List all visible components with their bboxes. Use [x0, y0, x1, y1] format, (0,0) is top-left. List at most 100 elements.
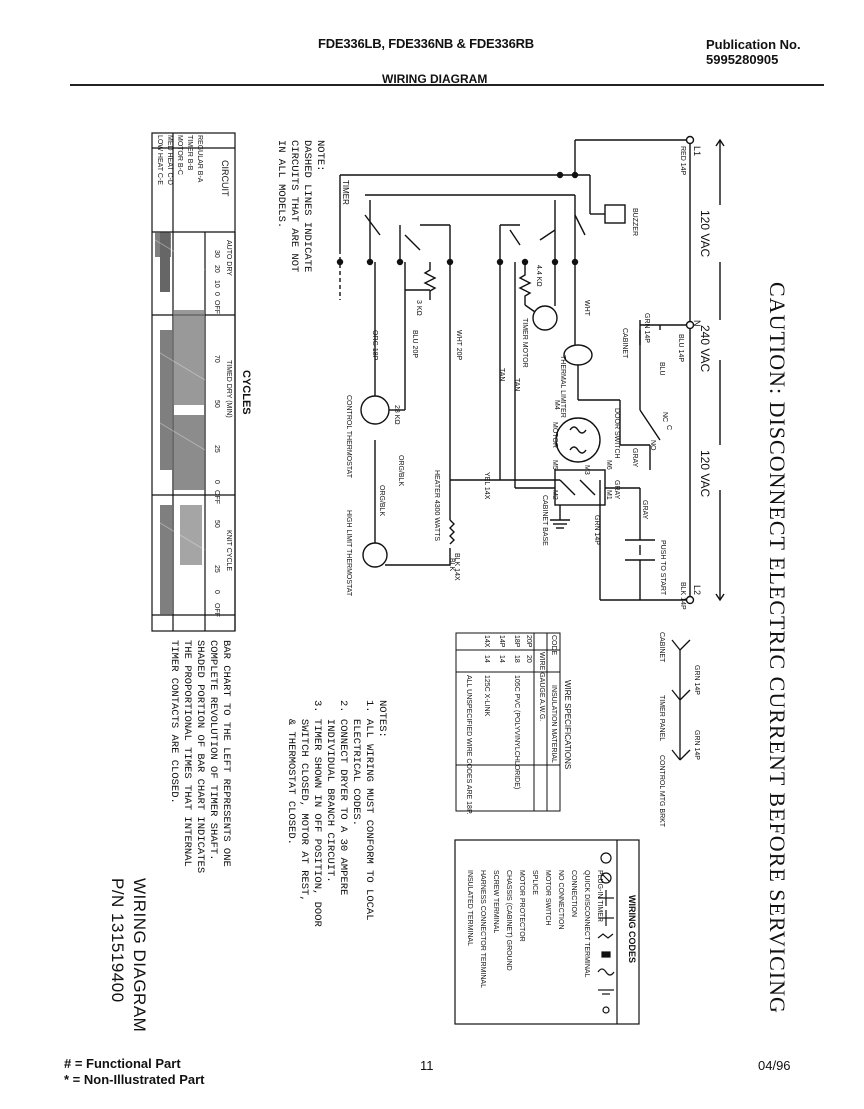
terminal-l2-wire: BLK 14P: [679, 582, 686, 610]
thermal-limiter-label: THERMAL LIMITER: [559, 355, 566, 418]
wiring-code-item: MOTOR PROTECTOR: [518, 870, 525, 942]
cabinet-label: CABINET: [621, 328, 628, 359]
wire-label: NO: [649, 440, 656, 451]
footer-non-illustrated-part: * = Non-Illustrated Part: [64, 1072, 205, 1087]
wire-label: BLK 14X: [453, 553, 460, 581]
wiring-code-symbols: [597, 852, 615, 1014]
wire-spec-cell: 14P: [498, 635, 505, 648]
terminal-l1-wire: RED 14P: [679, 146, 686, 176]
wiring-codes-box: [454, 839, 640, 1025]
cycle-tick: OFF: [213, 603, 220, 617]
ground-cabinet-label: CABINET: [658, 632, 665, 663]
publication-number: 5995280905: [706, 52, 779, 67]
wire-label: NC: [661, 412, 668, 423]
ground-control-bkt-label: CONTROL MTG BRKT: [658, 755, 665, 828]
cycle-group: AUTO DRY: [225, 240, 232, 276]
cycle-tick: 10: [213, 280, 220, 288]
timer-label: TIMER: [341, 180, 350, 205]
cycle-group: TIMED DRY (MIN): [225, 360, 232, 418]
ground-wire-label: GRN 14P: [693, 665, 700, 695]
wire-label: ORG 18P: [371, 330, 378, 361]
wire-label: GRN 14P: [593, 515, 600, 545]
wire-label: ORG/BLK: [378, 485, 385, 517]
page-number: 11: [420, 1058, 434, 1073]
wire-spec-cell: 18: [513, 655, 520, 663]
footer-date: 04/96: [758, 1058, 791, 1073]
voltage-left: 120 VAC: [698, 210, 712, 258]
footer-functional-part: # = Functional Part: [64, 1056, 181, 1071]
wire-label: WHT 20P: [455, 330, 462, 361]
circuit-row: TIMER B-B: [186, 135, 193, 171]
high-limit-thermostat-symbol: [362, 542, 388, 568]
wire-label: M6: [605, 460, 612, 470]
door-switch-label: DOOR SWITCH: [613, 408, 620, 459]
wire-spec-title: WIRE SPECIFICATIONS: [563, 680, 572, 770]
cycle-tick: 20: [213, 265, 220, 273]
wiring-codes-title: WIRING CODES: [627, 895, 637, 964]
ground-timer-panel-label: TIMER PANEL: [658, 695, 665, 742]
wire-label: ORG/BLK: [397, 455, 404, 487]
wire-label: GRAY: [631, 448, 638, 468]
part-number-line1: WIRING DIAGRAM: [130, 878, 149, 1033]
wire-label: GRAY: [641, 500, 648, 520]
page-title: WIRING DIAGRAM: [382, 72, 488, 86]
cycle-tick: 0: [213, 590, 220, 594]
heater-label: HEATER 4300 WATTS: [433, 470, 440, 542]
ground-cluster: [671, 639, 691, 761]
cycles-title: CYCLES: [240, 370, 252, 415]
wire-label: BLU: [658, 362, 665, 376]
push-to-start-label: PUSH TO START: [659, 540, 666, 596]
resistor-3k-label: 3 KΩ: [415, 300, 422, 316]
buzzer-box: [604, 204, 626, 224]
wire-spec-cell: 125C X-LINK: [483, 675, 490, 717]
terminal-l2: [685, 595, 695, 605]
voltage-right: 120 VAC: [698, 450, 712, 498]
wire-label: M5: [551, 460, 558, 470]
wire-spec-cell: 105C PVC (POLYVINYLCHLORIDE): [513, 675, 520, 790]
ground-wire-label: GRN 14P: [693, 730, 700, 760]
wiring-code-item: MOTOR SWITCH: [544, 870, 551, 926]
wire-spec-header: WIRE GAUGE A.W.G.: [538, 652, 545, 722]
circuit-row: MED HEAT C-D: [166, 135, 173, 185]
wire-spec-cell: 14X: [483, 635, 490, 648]
wire-spec-cell: 20P: [525, 635, 532, 648]
wire-spec-cell: ALL UNSPECIFIED WIRE CODES ARE 18P.: [465, 675, 472, 815]
wire-label: TAN: [498, 368, 505, 382]
wiring-code-item: INSULATED TERMINAL: [466, 870, 473, 946]
publication-block: Publication No. 5995280905: [706, 37, 801, 67]
buzzer-label: BUZZER: [631, 208, 638, 236]
cycle-tick: 50: [213, 400, 220, 408]
timer-motor-symbol: [532, 305, 558, 331]
dashed-lines-note: NOTE: DASHED LINES INDICATE CIRCUITS THA…: [275, 140, 326, 273]
wire-spec-cell: 20: [525, 655, 532, 663]
wire-label: C: [665, 425, 672, 431]
wire-spec-cell: 14: [498, 655, 505, 663]
wiring-code-item: SPLICE: [531, 870, 538, 895]
wiring-code-item: CONNECTION: [570, 870, 577, 918]
cycle-group: KNIT CYCLE: [225, 530, 232, 572]
control-thermostat-symbol: [360, 395, 390, 425]
wiring-code-item: QUICK DISCONNECT TERMINAL: [583, 870, 590, 978]
wiring-code-item: HARNESS CONNECTOR TERMINAL: [479, 870, 486, 988]
wiring-code-item: NO CONNECTION: [557, 870, 564, 930]
cycle-tick: OFF: [213, 490, 220, 504]
circuit-row: REGULAR B-A: [196, 135, 203, 183]
cycle-tick: OFF: [213, 300, 220, 314]
header-divider: [70, 84, 824, 86]
cycle-tick: 25: [213, 565, 220, 573]
cycle-tick: 70: [213, 355, 220, 363]
terminal-n-wire: BLU 14P: [677, 334, 684, 363]
cycle-tick: 0: [213, 480, 220, 484]
wire-spec-cell: 14: [483, 655, 490, 663]
wiring-code-item: CHASSIS (CABINET) GROUND: [505, 870, 512, 971]
terminal-n: [685, 320, 695, 330]
cycle-chart-shading: [155, 232, 205, 615]
wire-spec-header: CODE: [550, 635, 557, 656]
model-numbers: FDE336LB, FDE336NB & FDE336RB: [318, 36, 534, 51]
wire-label: WHT: [583, 300, 590, 316]
wire-label: YEL 14X: [483, 472, 490, 500]
bar-chart-note: BAR CHART TO THE LEFT REPRESENTS ONE COM…: [168, 640, 232, 874]
wire-label: GRAY: [613, 480, 620, 500]
timer-motor-label: TIMER MOTOR: [521, 318, 528, 368]
